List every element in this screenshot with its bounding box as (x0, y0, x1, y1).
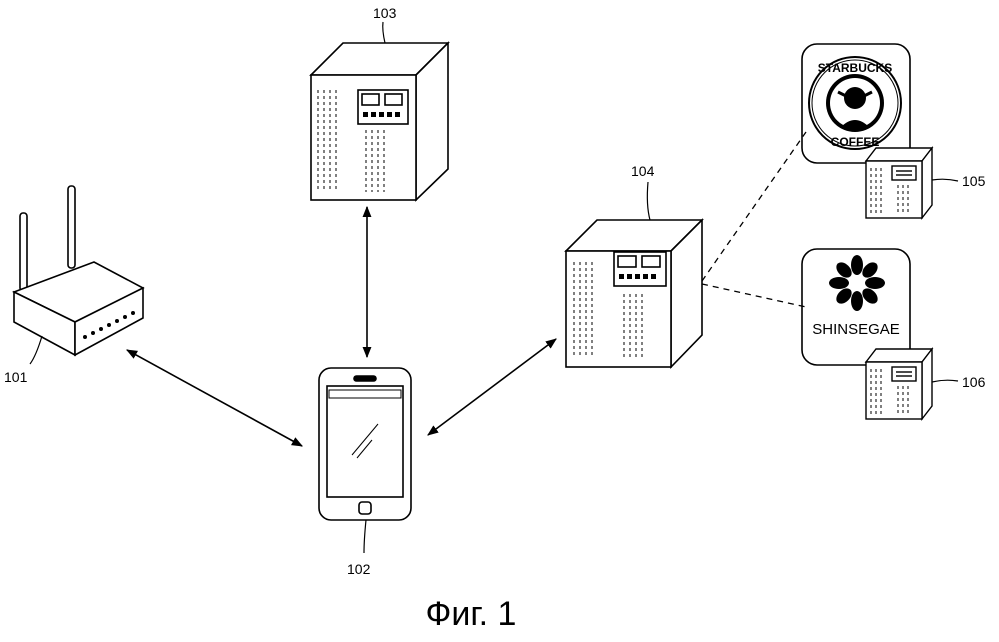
merchant-106-logo-card: SHINSEGAE (802, 249, 910, 365)
dashed-link-106 (702, 284, 806, 307)
router-icon (14, 186, 143, 355)
label-101: 101 (4, 369, 28, 385)
shinsegae-text: SHINSEGAE (812, 321, 900, 338)
arrow-router-phone (127, 350, 302, 446)
label-102: 102 (347, 561, 371, 577)
starbucks-top-text: STARBUCKS (818, 61, 892, 75)
label-104: 104 (631, 163, 655, 179)
server-103-icon (311, 43, 448, 200)
smartphone-icon (319, 368, 411, 520)
label-103: 103 (373, 5, 397, 21)
label-106: 106 (962, 374, 986, 390)
merchant-105-logo-card: STARBUCKS COFFEE (802, 44, 910, 163)
arrow-phone-server104 (428, 339, 556, 435)
starbucks-bottom-text: COFFEE (831, 135, 880, 149)
figure-caption: Фиг. 1 (426, 595, 517, 633)
dashed-link-105 (702, 132, 806, 281)
label-105: 105 (962, 173, 986, 189)
